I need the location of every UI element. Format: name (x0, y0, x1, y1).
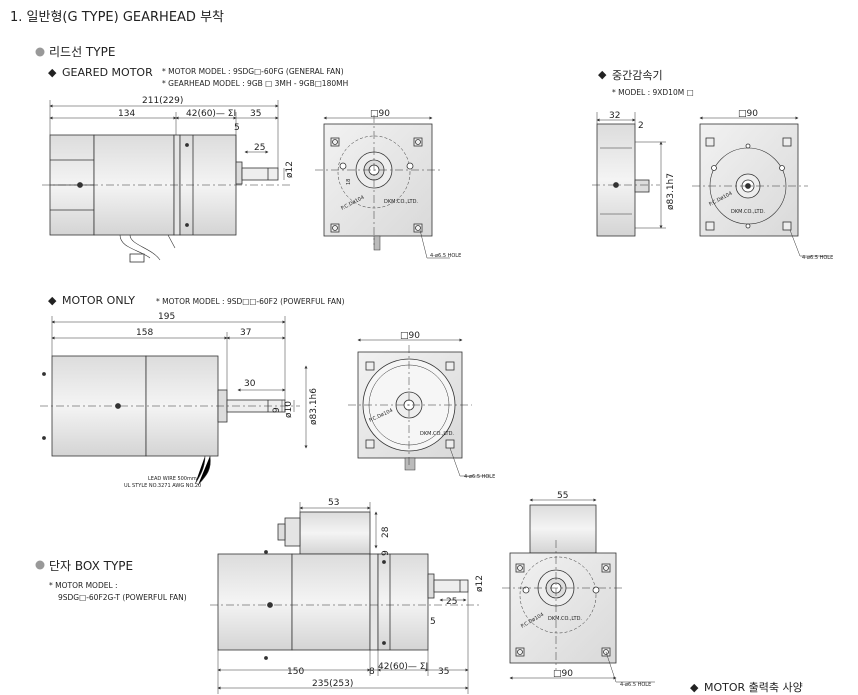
diamond-icon: ◆ (48, 294, 57, 307)
dim-label: 8 (369, 667, 375, 677)
geared-motor-dimensions (49, 100, 285, 180)
dim-label: □90 (553, 669, 573, 679)
dim-label: 42(60)— ΣⅠ (186, 109, 236, 119)
diamond-icon: ◆ (598, 68, 607, 81)
motor-only-dimensions (51, 316, 308, 449)
dim-label: 30 (244, 379, 256, 389)
section-terminal-box-type: 단자 BOX TYPE (49, 559, 133, 573)
bullet-icon (35, 47, 45, 57)
dim-label: DKM.CO.,LTD. (731, 209, 765, 215)
dim-label: 5 (234, 123, 240, 133)
dim-label: 37 (240, 328, 251, 338)
dim-label: DKM.CO.,LTD. (548, 616, 582, 622)
dim-label: 211(229) (142, 96, 183, 106)
motor-only-side-view (42, 355, 286, 486)
dim-label: ø83.1h6 (309, 388, 319, 425)
dim-label: 4-ø6.5 HOLE (464, 474, 495, 480)
terminal-box-model-label: * MOTOR MODEL : (49, 581, 118, 590)
dim-label: 55 (557, 491, 568, 501)
dim-label: 9 (381, 550, 391, 556)
dim-label: 9 (272, 407, 282, 413)
dim-label: 4-ø6.5 HOLE (620, 682, 651, 688)
intermediate-gear-side-view (596, 123, 650, 237)
geared-motor-front-view (323, 123, 450, 259)
dim-label: 235(253) (312, 679, 353, 689)
motor-only-label: MOTOR ONLY (62, 294, 135, 307)
dim-label: ø10 (284, 401, 294, 418)
dim-label: 195 (158, 312, 175, 322)
dim-label: ø83.1h7 (666, 173, 676, 210)
dim-label: DKM.CO.,LTD. (384, 199, 418, 205)
dim-label: ø12 (285, 161, 295, 178)
geared-motor-side-view (49, 134, 279, 263)
terminal-box-front-view (509, 504, 655, 683)
dim-label: □90 (370, 109, 390, 119)
dim-label: 4-ø6.5 HOLE (802, 255, 833, 261)
section-lead-wire-type: 리드선 TYPE (49, 45, 115, 59)
dim-label: 35 (438, 667, 449, 677)
dim-label: ø12 (475, 575, 485, 592)
intermediate-gear-label: 중간감속기 (612, 69, 663, 82)
dim-label: 5 (430, 617, 436, 627)
diamond-icon: ◆ (48, 66, 57, 79)
intermediate-gear-model: * MODEL : 9XD10M □ (612, 88, 694, 97)
intermediate-gear-front-view (699, 123, 830, 257)
dim-label: 158 (136, 328, 153, 338)
diamond-icon: ◆ (690, 681, 699, 694)
dim-label: 4-ø6.5 HOLE (430, 253, 461, 259)
dim-label: 32 (609, 111, 620, 121)
motor-shaft-spec-label: MOTOR 출력축 사양 (704, 681, 803, 694)
dim-label: DKM.CO.,LTD. (420, 431, 454, 437)
dim-label: 150 (287, 667, 304, 677)
dim-label: 134 (118, 109, 135, 119)
geared-motor-model: * MOTOR MODEL : 9SDG□-60FG (GENERAL FAN) (162, 67, 344, 76)
gearhead-model: * GEARHEAD MODEL : 9GB □ 3MH - 9GB□180MH (162, 79, 348, 88)
dim-label: 2 (638, 121, 644, 131)
intermediate-gear-dimensions (596, 112, 666, 229)
dim-label: 18 (346, 179, 352, 185)
lead-wire-note: LEAD WIRE 500mm (148, 476, 197, 482)
motor-only-model: * MOTOR MODEL : 9SD□□-60F2 (POWERFUL FAN… (156, 297, 345, 306)
dim-label: 25 (254, 143, 265, 153)
terminal-box-side-view (217, 511, 469, 660)
dim-label: 28 (381, 526, 391, 538)
dim-label: 35 (250, 109, 261, 119)
dim-label: 53 (328, 498, 339, 508)
page-title: 1. 일반형(G TYPE) GEARHEAD 부착 (10, 10, 224, 25)
terminal-box-model: 9SDG□-60F2G-T (POWERFUL FAN) (58, 593, 187, 602)
dim-label: □90 (738, 109, 758, 119)
dim-label: □90 (400, 331, 420, 341)
dim-label: 25 (446, 597, 457, 607)
geared-motor-label: GEARED MOTOR (62, 66, 153, 79)
lead-wire-note: UL STYLE NO.3271 AWG NO.20 (124, 483, 201, 489)
bullet-icon (35, 560, 45, 570)
dim-label: 42(60)— ΣⅠ (378, 662, 428, 672)
terminal-box-dimensions (217, 502, 469, 694)
